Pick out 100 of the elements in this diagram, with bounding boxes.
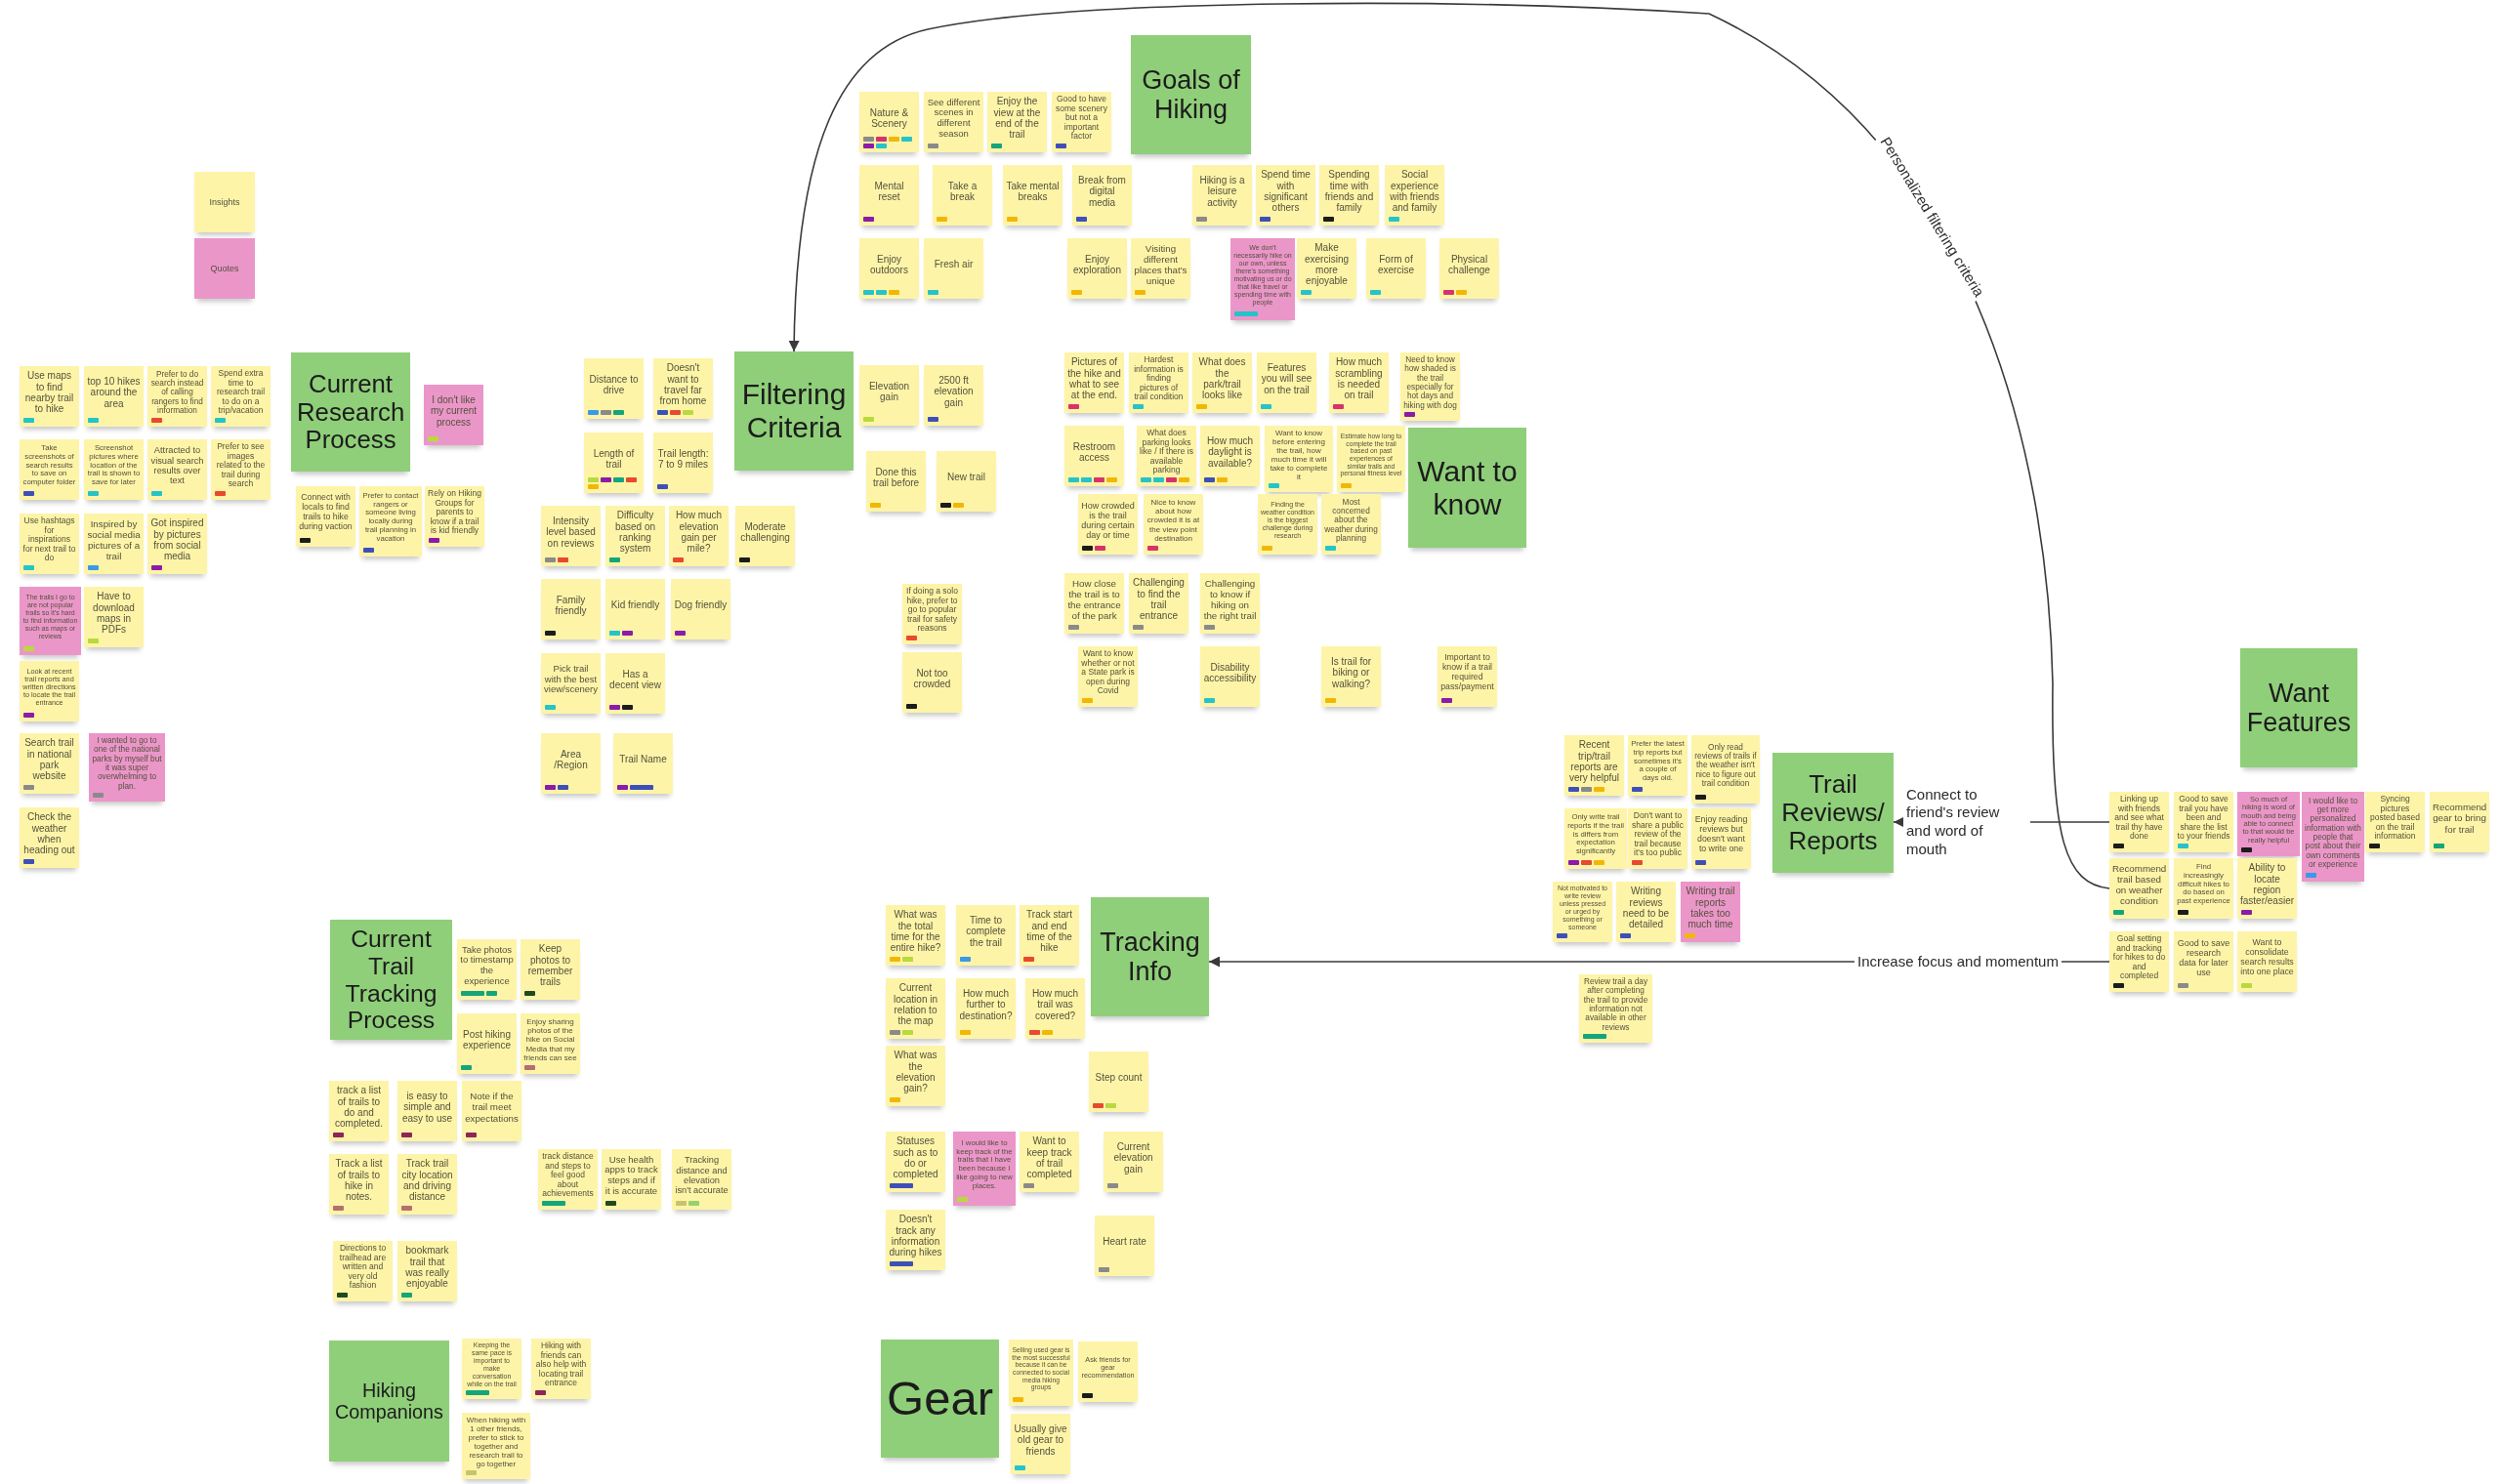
sticky-note: [424, 385, 483, 445]
sticky-note: [1089, 1051, 1148, 1112]
sticky-note: [1319, 165, 1379, 226]
note-text: Recommend gear to bring for trail: [2433, 802, 2486, 835]
sticky-note: [20, 587, 81, 655]
sticky-note: [1681, 882, 1740, 942]
note-text: track a list of trails to do and completed.: [334, 1085, 384, 1130]
note-text: Doesn't track any information during hikes: [889, 1214, 942, 1258]
note-text: Break from digital media: [1077, 175, 1127, 208]
sticky-note: [2237, 858, 2297, 919]
note-text: Not too crowded: [912, 667, 952, 690]
sticky-note: [1616, 882, 1676, 942]
note-text: Disability accessibility: [1203, 661, 1257, 684]
sticky-note: [602, 1149, 661, 1210]
sticky-note: [924, 365, 983, 426]
note-text: Physical challenge: [1447, 253, 1491, 276]
note-text: Only read reviews of trails if the weather isn't nice to figure out trail condition: [1694, 742, 1757, 789]
sticky-note: [147, 366, 207, 427]
note-text: Post hiking experience: [462, 1028, 512, 1051]
sticky-note: [359, 486, 422, 556]
header-sticky-note: [1772, 753, 1894, 873]
note-text: Elevation gain: [867, 380, 911, 403]
sticky-note: [329, 1154, 389, 1215]
sticky-note: [1579, 974, 1652, 1043]
header-text: Gear: [887, 1372, 993, 1425]
sticky-note: [1439, 238, 1499, 299]
sticky-note: [1003, 165, 1062, 226]
sticky-note: [20, 661, 79, 721]
sticky-note: [672, 1149, 731, 1210]
sticky-note: [462, 1413, 530, 1479]
note-text: Take mental breaks: [1006, 180, 1060, 203]
sticky-note: [329, 1081, 389, 1141]
note-text: Difficulty based on ranking system: [613, 510, 657, 555]
curved-arrow: [788, 2, 2110, 889]
note-text: Spending time with friends and family: [1323, 169, 1375, 214]
note-text: Has a decent view: [608, 668, 662, 691]
note-text: Ability to locate region faster/easier: [2240, 862, 2294, 907]
sticky-note: [211, 366, 271, 427]
sticky-note: [20, 514, 79, 574]
note-text: Take photos to timestamp the experience: [460, 944, 514, 987]
sticky-note: [924, 238, 983, 299]
sticky-note: [924, 92, 983, 152]
note-text: Current elevation gain: [1112, 1141, 1154, 1175]
header-sticky-note: [734, 351, 854, 471]
note-text: How much trail was covered?: [1030, 988, 1080, 1021]
legend-text: Quotes: [210, 263, 239, 274]
note-text: Inspired by social media pictures of a trail: [87, 517, 141, 562]
note-text: Challenging to find the trail entrance: [1132, 577, 1186, 622]
note-text: How much elevation gain per mile?: [674, 510, 724, 555]
sticky-note: [2109, 792, 2169, 852]
note-text: Writing reviews need to be detailed: [1621, 886, 1671, 930]
header-sticky-note: [1131, 35, 1251, 154]
sticky-note: [1020, 905, 1079, 966]
note-text: Track start and end time of the hike: [1025, 909, 1073, 954]
note-text: Current location in relation to the map: [893, 982, 938, 1027]
sticky-note: [20, 439, 79, 500]
sticky-note: [1144, 494, 1203, 555]
note-text: Challenging to know if hiking on the right trail: [1203, 577, 1257, 622]
note-text: Directions to trailhead are written and very old fashion: [338, 1244, 388, 1291]
sticky-note: [84, 439, 144, 500]
note-text: Mental reset: [873, 180, 905, 203]
sticky-note: [2237, 792, 2300, 856]
sticky-note: [1553, 882, 1612, 942]
sticky-note: [2174, 931, 2233, 992]
sticky-note: [1200, 573, 1260, 634]
sticky-note: [397, 1241, 457, 1301]
note-text: Dog friendly: [674, 599, 728, 611]
sticky-note: [397, 1154, 457, 1215]
note-text: How much scrambling is needed on trail: [1334, 356, 1384, 401]
sticky-note: [1628, 808, 1688, 869]
sticky-note: [886, 1210, 945, 1270]
sticky-note: [584, 358, 644, 419]
note-text: New trail: [947, 472, 985, 483]
sticky-note: [397, 1081, 457, 1141]
note-text: Enjoy exploration: [1072, 253, 1122, 276]
sticky-note: [1011, 1414, 1070, 1474]
sticky-note: [211, 439, 271, 500]
note-text: What was the elevation gain?: [893, 1050, 938, 1094]
legend-text: Insights: [209, 196, 240, 208]
note-text: Trail length: 7 to 9 miles: [656, 447, 710, 471]
note-text: Don't want to share a public review of the trail because it's too public: [1631, 811, 1685, 858]
note-text: Goal setting and tracking for hikes to do and completed: [2112, 934, 2166, 981]
sticky-note: [1366, 238, 1426, 299]
note-text: Enjoy the view at the end of the trail: [992, 96, 1042, 141]
note-text: Prefer to do search instead of calling rangers to find information: [150, 369, 204, 416]
note-text: I would like to get more personalized information with people that post about their own comments or experience: [2305, 796, 2361, 870]
sticky-note: [1078, 494, 1138, 555]
note-text: Features you will see on the trail: [1260, 362, 1313, 395]
header-sticky-note: [330, 920, 452, 1040]
sticky-note: [2109, 931, 2169, 992]
sticky-note: [1257, 352, 1316, 413]
sticky-note: [531, 1339, 591, 1399]
note-text: Hardest information is finding pictures of trail condition: [1133, 355, 1185, 402]
sticky-note: [859, 365, 919, 426]
sticky-note: [296, 486, 355, 547]
sticky-note: [2365, 792, 2425, 852]
note-text: Enjoy reading reviews but doesn't want to write one: [1694, 815, 1748, 854]
sticky-note: [1385, 165, 1444, 226]
sticky-note: [1297, 238, 1356, 299]
note-text: Pick trail with the best view/scenery: [544, 663, 598, 696]
